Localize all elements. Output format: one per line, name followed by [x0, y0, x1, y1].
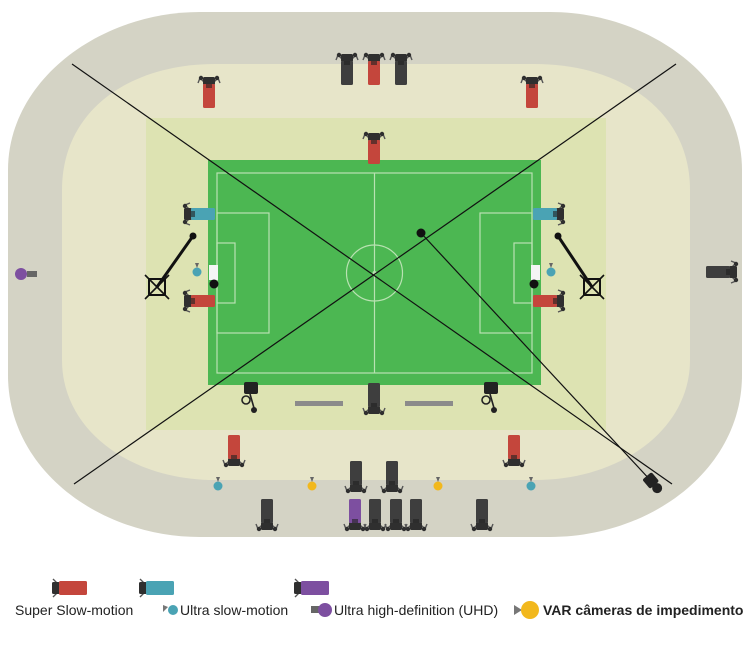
camera-bottom-right-super-slow	[502, 435, 526, 468]
camera-left-ultra-slow	[182, 202, 215, 226]
camera-bottom-left-ultra-slow	[213, 477, 223, 491]
legend-var-label: VAR câmeras de impedimento	[543, 602, 743, 618]
camera-outer-right	[706, 260, 739, 284]
rail-right	[405, 401, 453, 406]
legend-ultra-slow-icon	[139, 578, 174, 598]
left-goal-camera	[209, 279, 219, 289]
crane-left	[144, 232, 197, 300]
camera-top-center-right	[389, 52, 413, 85]
crane-right	[554, 232, 605, 300]
camera-bottom-mid-left	[344, 461, 368, 494]
camera-outer-left-uhd	[15, 268, 37, 280]
camera-top-left	[197, 75, 221, 108]
camera-bottom-center	[362, 383, 386, 416]
camera-bottom-right-ultra-slow	[526, 477, 536, 491]
camera-outer-bottom-far-right	[470, 499, 494, 532]
left-goal-marker	[209, 265, 218, 280]
camera-top-center	[362, 52, 386, 85]
legend-super-slow-icon	[52, 578, 87, 598]
camera-top-right	[520, 75, 544, 108]
camera-top-center-left	[335, 52, 359, 85]
camera-outer-bottom-far-left	[255, 499, 279, 532]
camera-bottom-left-super-slow	[222, 435, 246, 468]
camera-apron-top	[362, 131, 386, 164]
legend-var-icon	[514, 601, 539, 619]
sightline-offside	[420, 232, 653, 483]
camera-var-right	[433, 477, 443, 491]
camera-right-ultra-slow	[533, 202, 566, 226]
steadicam-left	[241, 382, 258, 413]
camera-outer-bottom-4	[404, 499, 428, 532]
camera-outer-corner	[643, 472, 663, 494]
camera-outer-bottom-uhd	[343, 499, 367, 532]
steadicam-right	[481, 382, 498, 413]
right-goal-camera	[529, 279, 539, 289]
camera-var-left	[307, 477, 317, 491]
legend-super-slow-label: Super Slow-motion	[15, 602, 133, 618]
camera-outer-bottom-2	[363, 499, 387, 532]
camera-outer-bottom-3	[384, 499, 408, 532]
spider-cam	[416, 228, 426, 238]
right-goal-marker	[531, 265, 540, 280]
legend-uhd-dot-icon	[311, 603, 332, 617]
legend-uhd-icon	[294, 578, 329, 598]
legend: Super Slow-motion Ultra slow-motion Ultr…	[15, 578, 743, 619]
camera-left-super-slow	[182, 289, 215, 313]
legend-ultra-slow-dot-icon	[163, 605, 178, 615]
legend-ultra-slow-label: Ultra slow-motion	[180, 602, 288, 618]
legend-uhd-label: Ultra high-definition (UHD)	[334, 602, 498, 618]
camera-bottom-mid-right	[380, 461, 404, 494]
camera-left-goal-ultra-slow	[192, 263, 202, 277]
camera-right-goal-ultra-slow	[546, 263, 556, 277]
camera-right-super-slow	[533, 289, 566, 313]
rail-left	[295, 401, 343, 406]
diagonal-sightlines	[71, 63, 677, 485]
